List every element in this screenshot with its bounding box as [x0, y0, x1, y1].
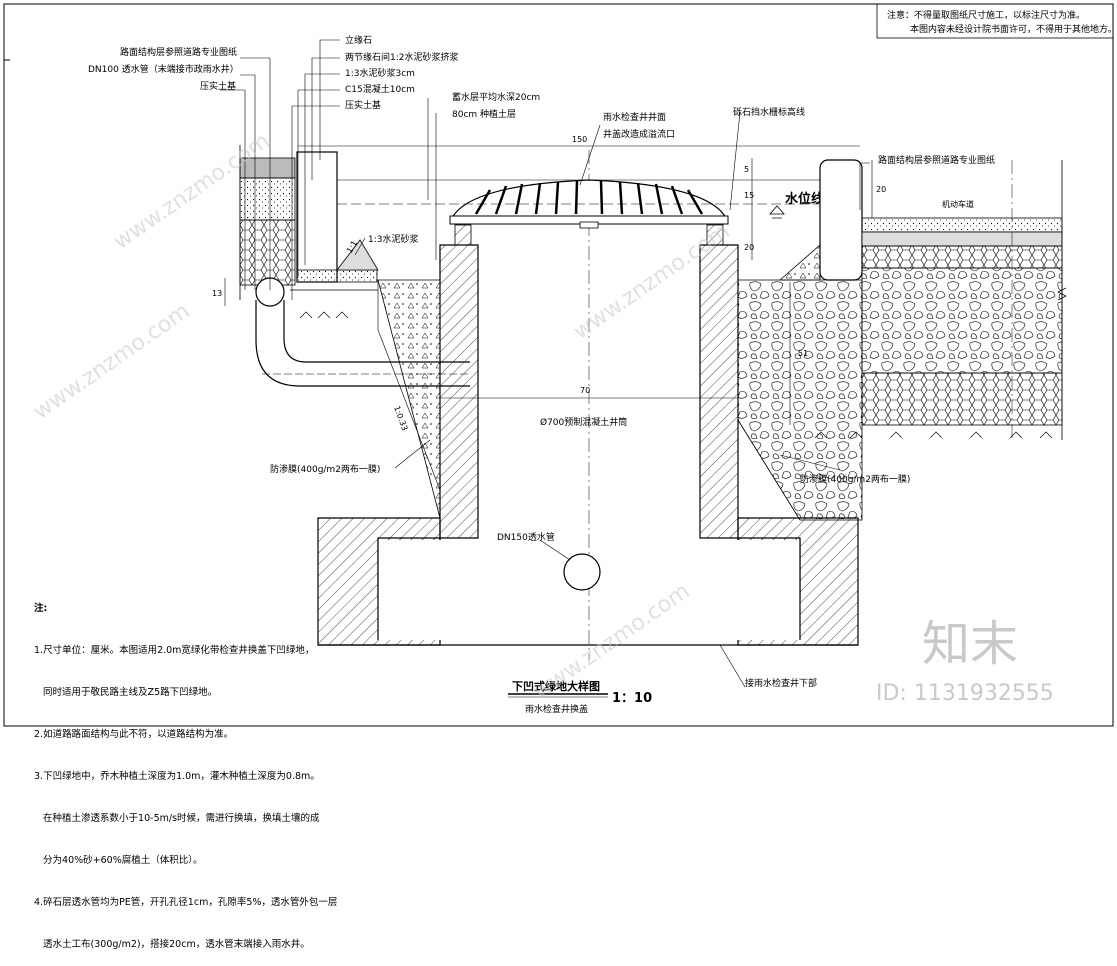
top-note-line2: 本图内容未经设计院书面许可，不得用于其他地方。 — [910, 23, 1117, 35]
left-fill — [377, 279, 441, 519]
slope-side: 1:0.33 — [392, 405, 409, 432]
curb-label-4: 压实土基 — [345, 99, 381, 111]
leader-lines — [220, 39, 870, 688]
dn150-label: DN150透水管 — [497, 531, 555, 543]
dim-5: 5 — [744, 165, 749, 174]
right-structure: 机动车道 — [737, 159, 1067, 521]
shaft-label: Ø700预制混凝土井筒 — [540, 416, 627, 428]
title-block: 下凹式绿地大样图 1：10 雨水检查井换盖 — [508, 679, 652, 715]
dim-15: 15 — [744, 191, 754, 200]
dim-20b: 20 — [876, 185, 886, 194]
dn150-pipe: DN150透水管 — [497, 531, 601, 591]
right-road-label: 路面结构层参照道路专业图纸 — [878, 154, 995, 166]
left-road-structure — [239, 145, 296, 300]
curb-label-2: 1:3水泥砂浆3cm — [345, 67, 415, 79]
connect-label: 接雨水检查井下部 — [745, 677, 817, 689]
dim-51: 51 — [798, 349, 808, 358]
left-label-soil: 压实土基 — [200, 80, 236, 92]
watermark-id: ID: 1131932555 — [876, 681, 1054, 706]
curb-label-0: 立缘石 — [345, 34, 372, 46]
dim-20a: 20 — [744, 243, 754, 252]
notes-line-4: 3.下凹绿地中，乔木种植土深度为1.0m，灌木种植土深度为0.8m。 — [34, 771, 320, 782]
watermark-logo: 知末 — [922, 616, 1018, 672]
watermark-site-1: www.znzmo.com — [29, 299, 194, 425]
dimensions: 150 70 5 15 20 20 13 51 — [212, 135, 886, 425]
top-note: 注意：不得量取图纸尺寸施工，以标注尺寸为准。 本图内容未经设计院书面许可，不得用… — [876, 3, 1117, 39]
lane-label: 机动车道 — [942, 199, 974, 209]
grate-label-0: 雨水检查井井面 — [603, 111, 666, 123]
notes-line-1: 1.尺寸单位：厘米。本图适用2.0m宽绿化带检查井换盖下凹绿地， — [34, 645, 315, 656]
dim-13: 13 — [212, 289, 222, 298]
sheet-frame — [3, 3, 1114, 727]
overflow-grate — [449, 179, 729, 229]
curb-label-1: 两节缘石间1:2水泥砂浆挤浆 — [345, 51, 459, 63]
drawing-scale: 1：10 — [612, 691, 652, 706]
mortar-label: 1:3水泥砂浆 — [368, 233, 419, 245]
notes-title: 注: — [34, 603, 48, 614]
membrane-right: 防渗膜(400g/m2两布一膜) — [800, 473, 910, 485]
dim-70: 70 — [580, 386, 590, 395]
left-curb — [290, 151, 379, 319]
left-label-pipe: DN100 透水管（末端接市政雨水井） — [88, 63, 239, 75]
top-note-line1: 注意：不得量取图纸尺寸施工，以标注尺寸为准。 — [887, 9, 1085, 21]
dn100-pipe — [255, 277, 470, 387]
curb-label-3: C15混凝土10cm — [345, 83, 415, 95]
notes-block: 注: 1.尺寸单位：厘米。本图适用2.0m宽绿化带检查井换盖下凹绿地， 同时适用… — [34, 574, 337, 966]
notes-line-2: 同时适用于敬民路主线及Z5路下凹绿地。 — [34, 687, 218, 698]
edging-label: 砾石挡水栅标高线 — [733, 106, 805, 118]
left-label-road: 路面结构层参照道路专业图纸 — [120, 46, 237, 58]
detail-drawing: 注意：不得量取图纸尺寸施工，以标注尺寸为准。 本图内容未经设计院书面许可，不得用… — [3, 3, 1117, 727]
notes-line-6: 分为40%砂+60%腐植土（体积比）。 — [34, 855, 203, 866]
water-line-label: 水位线 — [785, 191, 824, 207]
drawing-subtitle: 雨水检查井换盖 — [525, 703, 588, 715]
notes-line-8: 透水土工布(300g/m2)，搭接20cm，透水管末端接入雨水井。 — [34, 939, 310, 950]
drawing-title: 下凹式绿地大样图 — [512, 679, 600, 693]
dim-150: 150 — [572, 135, 587, 144]
storage-label-1: 80cm 种植土层 — [452, 108, 516, 120]
notes-line-5: 在种植土渗透系数小于10-5m/s时候，需进行换填，换填土壤的成 — [34, 813, 320, 824]
membrane-left: 防渗膜(400g/m2两布一膜) — [270, 463, 380, 475]
storage-label-0: 蓄水层平均水深20cm — [452, 91, 540, 103]
grate-label-1: 井盖改造成溢流口 — [603, 128, 675, 140]
notes-line-3: 2.如道路路面结构与此不符，以道路结构为准。 — [34, 729, 234, 740]
notes-line-7: 4.碎石层透水管均为PE管，开孔孔径1cm，孔隙率5%，透水管外包一层 — [34, 897, 338, 908]
water-level: 水位线 — [337, 179, 824, 219]
